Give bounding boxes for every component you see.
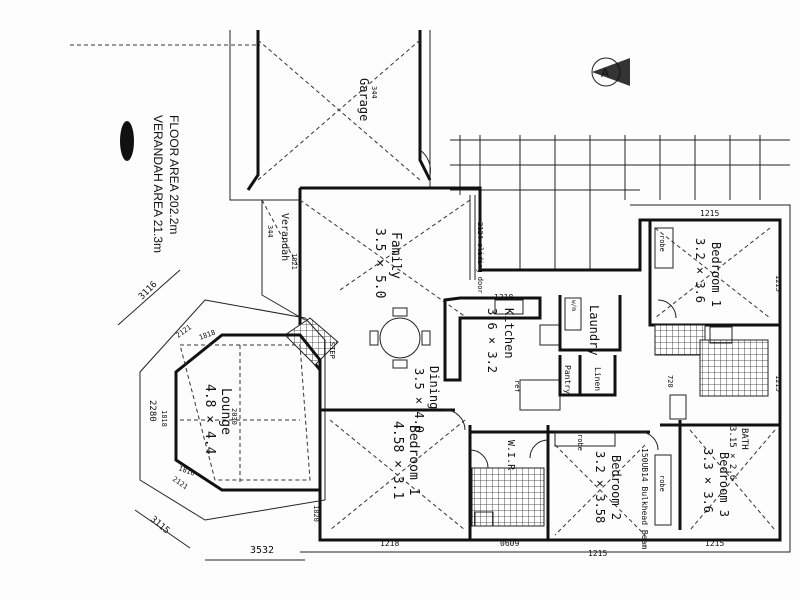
svg-text:1218: 1218 xyxy=(494,293,513,302)
floor-area-text: FLOOR AREA 202.2m xyxy=(167,115,181,234)
svg-text:2121: 2121 xyxy=(175,323,193,339)
verandah-label: Verandah xyxy=(279,213,290,261)
svg-text:720: 720 xyxy=(666,375,674,388)
bath-dim: 3.15 × 2.6 xyxy=(727,426,737,480)
laundry-label: Laundry xyxy=(587,305,601,356)
kitchen: Kitchen 3.6 × 3.2 ref xyxy=(443,296,561,411)
svg-text:3532: 3532 xyxy=(250,545,274,556)
lounge-dim: 4.8 × 4.4 xyxy=(202,384,217,455)
step-label: STEP xyxy=(328,342,336,359)
section-marker: A xyxy=(591,57,630,87)
svg-text:2121: 2121 xyxy=(171,475,189,491)
family-room: Family 3.5 × 5.0 2124 sliding door xyxy=(299,195,484,321)
svg-text:0609: 0609 xyxy=(500,539,519,548)
svg-text:1215: 1215 xyxy=(588,549,607,558)
svg-text:1816: 1816 xyxy=(177,464,196,477)
fridge-label: ref xyxy=(513,380,521,393)
svg-text:1820: 1820 xyxy=(312,505,320,522)
wir-label: W.I.R xyxy=(505,440,516,471)
linen-label: Linen xyxy=(593,367,602,391)
kitchen-label: Kitchen xyxy=(502,308,516,359)
svg-text:344: 344 xyxy=(370,86,378,99)
bedroom-3: BATH 3.15 × 2.6 Bedroom 3 3.3 × 3.6 robe xyxy=(654,420,780,531)
bath-label: BATH xyxy=(739,428,749,450)
bedroom-1-dim: 4.58 × 3.1 xyxy=(390,421,405,499)
bedroom-1-top: robe Bedroom 1 3.2 × 3.6 xyxy=(648,220,780,327)
svg-text:1818: 1818 xyxy=(160,410,168,427)
laundry-block: w/m Laundry Pantry Linen xyxy=(558,295,622,397)
svg-text:1215: 1215 xyxy=(774,275,782,292)
bath-tiles xyxy=(699,339,769,397)
bedroom-1b-dim: 3.2 × 3.6 xyxy=(693,238,707,303)
dining-label: Dining xyxy=(427,366,441,409)
side-verandah: Verandah 344 1821 xyxy=(261,199,306,321)
family-label: Family xyxy=(388,232,403,279)
beam-note: 150UB14 Bulkhead Beam xyxy=(640,448,649,549)
bottom-dimensions: 1218 0609 1215 1215 1218 1215 1215 1215 … xyxy=(312,209,782,558)
svg-text:2030: 2030 xyxy=(230,408,238,425)
svg-text:1218: 1218 xyxy=(380,539,399,548)
sliding-door-note: 2124 sliding door xyxy=(476,222,484,294)
dining-dim: 3.5 × 4.0 xyxy=(412,368,426,433)
robe-1-label: robe xyxy=(658,235,666,252)
robe-3-label: robe xyxy=(658,475,666,492)
lounge: Lounge 4.8 × 4.4 2030 xyxy=(139,299,326,521)
svg-text:1215: 1215 xyxy=(774,375,782,392)
svg-text:2280: 2280 xyxy=(147,400,157,422)
bedroom-1-label: Bedroom 1 xyxy=(406,425,421,495)
bedroom-2-dim: 3.2 × 3.58 xyxy=(593,451,607,523)
bedroom-3-label: Bedroom 3 xyxy=(717,452,731,517)
robe-2-label: robe xyxy=(576,434,584,451)
section-marker-label: A xyxy=(601,66,609,80)
svg-text:w/m: w/m xyxy=(570,300,577,311)
walk-in-robe: W.I.R xyxy=(470,430,548,527)
ensuite-tiles xyxy=(654,324,706,356)
bedroom-2: robe Bedroom 2 3.2 × 3.58 150UB14 Bulkhe… xyxy=(546,425,650,549)
dining-table: Dining 3.5 × 4.0 xyxy=(369,307,441,433)
family-dim: 3.5 × 5.0 xyxy=(372,228,387,298)
garage-label: Garage xyxy=(357,78,371,121)
bedroom-1-main: Bedroom 1 4.58 × 3.1 xyxy=(320,408,472,540)
verandah-area-text: VERANDAH AREA 21.3m xyxy=(151,115,165,253)
svg-text:1215: 1215 xyxy=(705,539,724,548)
door-swings xyxy=(419,149,677,469)
bedroom-2-label: Bedroom 2 xyxy=(609,455,623,520)
kitchen-dim: 3.6 × 3.2 xyxy=(485,308,499,373)
garage: Garage 344 xyxy=(229,30,432,201)
bedroom-1b-label: Bedroom 1 xyxy=(709,242,723,307)
lounge-label: Lounge xyxy=(218,388,233,435)
broom-cupboard xyxy=(669,394,687,420)
rear-verandah xyxy=(450,135,790,270)
svg-text:1821: 1821 xyxy=(290,253,298,270)
svg-text:344: 344 xyxy=(266,225,274,238)
title-block: FLOOR AREA 202.2m VERANDAH AREA 21.3m xyxy=(151,115,181,253)
svg-text:1215: 1215 xyxy=(700,209,719,218)
pantry-label: Pantry xyxy=(563,365,572,394)
ink-blot xyxy=(120,121,134,161)
bedroom-3-dim: 3.3 × 3.6 xyxy=(701,448,715,513)
basin xyxy=(709,326,733,344)
